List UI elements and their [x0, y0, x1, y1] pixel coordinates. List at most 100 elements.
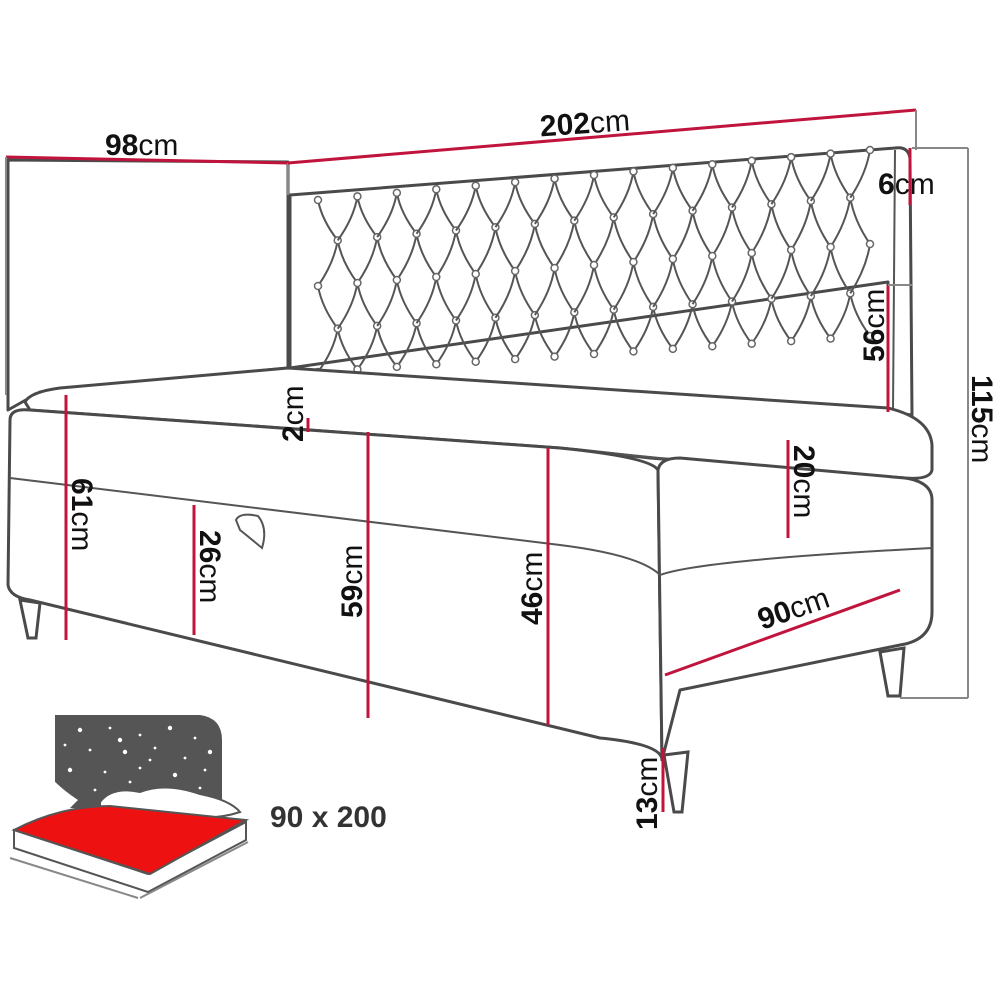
dim-line-98	[5, 155, 289, 165]
base-side	[656, 456, 934, 762]
tuft-button	[865, 239, 875, 249]
tuft-button	[471, 357, 480, 366]
star-icon	[128, 780, 132, 784]
star-icon	[183, 756, 187, 760]
label-20: 20cm	[787, 445, 820, 518]
tuft-seam	[750, 298, 773, 345]
star-icon	[198, 786, 202, 790]
mattress-size-icon: 90 x 200	[9, 715, 387, 899]
tuft-seam	[770, 298, 792, 342]
headboard-edge	[892, 149, 896, 411]
mattress-top-red-icon	[11, 804, 250, 876]
tuft-button	[550, 174, 559, 183]
stars-icon	[63, 725, 213, 793]
tuft-seam	[790, 295, 812, 342]
dimension-labels: 98cm 202cm 6cm 56cm 115cm 2cm 20cm 61cm …	[65, 104, 998, 830]
tuft-button	[708, 251, 717, 261]
tuft-button	[826, 334, 835, 343]
dimension-lines	[5, 108, 969, 812]
size-arrow-width	[139, 841, 249, 899]
star-icon	[172, 772, 178, 778]
leg-back-right	[878, 646, 906, 698]
star-icon	[203, 768, 207, 772]
storage-handle	[234, 513, 266, 550]
tuft-button	[708, 342, 717, 351]
tuft-button	[826, 242, 835, 252]
tuft-seam	[809, 295, 832, 340]
tuft-button	[747, 156, 756, 165]
tuft-button	[629, 347, 638, 356]
tuft-button	[826, 149, 835, 158]
tuft-button	[313, 195, 323, 205]
tuft-button	[786, 245, 796, 255]
star-icon	[122, 749, 128, 755]
star-icon	[153, 746, 157, 750]
star-icon	[167, 725, 173, 731]
star-icon	[138, 766, 142, 770]
tuft-button	[865, 145, 875, 155]
star-icon	[77, 727, 83, 733]
label-46: 46cm	[516, 552, 549, 625]
tuft-button	[589, 170, 599, 180]
tuft-button	[432, 185, 441, 194]
star-icon	[93, 788, 97, 792]
night-sky-icon	[55, 715, 222, 808]
bed-drawing	[6, 145, 934, 814]
tuft-button	[432, 360, 441, 369]
dim-line-90	[664, 588, 901, 677]
tuft-button	[510, 177, 520, 187]
tuft-button	[392, 362, 402, 372]
star-icon	[67, 767, 73, 773]
tuft-button	[589, 260, 599, 270]
tuft-button	[629, 257, 638, 267]
tuft-button	[392, 188, 402, 198]
tuft-button	[708, 160, 717, 169]
label-56: 56cm	[858, 289, 891, 362]
moon-icon	[28, 735, 78, 808]
leg-front-right	[662, 750, 690, 814]
base-front	[6, 408, 664, 762]
tuft-button	[353, 192, 362, 201]
tuft-button	[668, 163, 678, 173]
tuft-button	[550, 263, 559, 273]
tuft-button	[432, 272, 441, 282]
star-icon	[193, 736, 197, 740]
tuft-button	[865, 331, 875, 341]
star-icon	[88, 748, 92, 752]
headboard-tufting	[313, 145, 875, 377]
size-arrow-length	[9, 857, 139, 899]
label-98: 98cm	[105, 129, 178, 162]
star-icon	[108, 726, 112, 730]
tuft-button	[550, 352, 559, 361]
dim-line-202	[287, 108, 917, 165]
tuft-button	[392, 275, 402, 285]
label-13: 13cm	[631, 757, 664, 830]
tuft-button	[353, 278, 362, 288]
tuft-button	[313, 281, 323, 291]
tuft-button	[510, 354, 520, 364]
star-icon	[148, 758, 152, 762]
storage-lid-seam	[9, 477, 661, 576]
tuft-seam	[829, 293, 852, 340]
tuft-button	[668, 344, 678, 354]
tuft-button	[471, 181, 480, 190]
star-icon	[63, 743, 67, 747]
tuft-button	[786, 152, 796, 162]
label-202: 202cm	[539, 104, 631, 143]
star-icon	[138, 733, 142, 737]
label-115: 115cm	[965, 375, 998, 463]
tuft-button	[510, 266, 520, 276]
label-26: 26cm	[193, 530, 226, 603]
tuft-button	[471, 269, 480, 279]
tuft-button	[747, 248, 756, 258]
size-label: 90 x 200	[270, 801, 387, 834]
tuft-button	[747, 339, 756, 348]
label-61: 61cm	[65, 478, 98, 551]
tuft-button	[786, 336, 796, 346]
star-icon	[103, 770, 107, 774]
tuft-button	[668, 254, 678, 264]
star-icon	[117, 737, 123, 743]
tuft-button	[629, 167, 638, 176]
star-icon	[207, 749, 213, 755]
